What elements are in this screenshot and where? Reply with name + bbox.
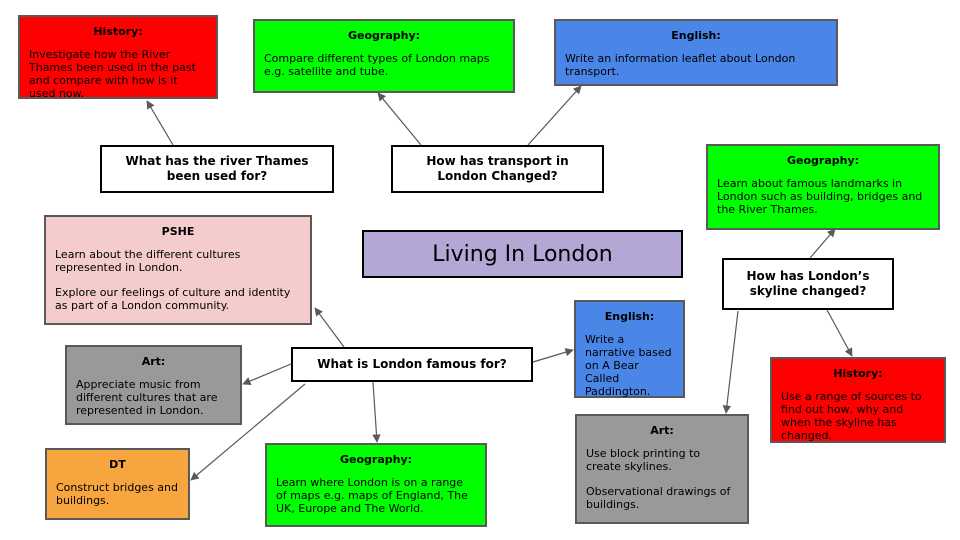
arrow-famous-to-pshe xyxy=(314,307,345,348)
question-text: What has the river Thames been used for? xyxy=(125,154,309,183)
arrow-transport-to-geography xyxy=(377,92,422,146)
box-title: English: xyxy=(671,29,721,42)
arrow-famous-to-english xyxy=(532,348,574,363)
box-text: Learn where London is on a range of maps… xyxy=(276,476,468,515)
box-text: Explore our feelings of culture and iden… xyxy=(55,286,291,312)
art-printing-box: Art: Use block printing to create skylin… xyxy=(575,414,749,524)
arrow-famous-to-dt xyxy=(190,383,306,481)
box-text: Learn about famous landmarks in London s… xyxy=(717,177,923,216)
box-text: Use block printing to create skylines. xyxy=(586,447,701,473)
english-narrative-box: English: Write a narrative based on A Be… xyxy=(574,300,685,398)
box-text: Investigate how the River Thames been us… xyxy=(29,48,196,100)
question-text: What is London famous for? xyxy=(317,357,507,371)
arrow-skyline-to-history xyxy=(825,307,853,357)
art-music-box: Art: Appreciate music from different cul… xyxy=(65,345,242,425)
arrow-skyline-to-art xyxy=(722,310,739,414)
question-thames: What has the river Thames been used for? xyxy=(100,145,334,193)
geography-world-box: Geography: Learn where London is on a ra… xyxy=(265,443,487,527)
box-title: History: xyxy=(833,367,883,380)
box-title: PSHE xyxy=(161,225,195,238)
geography-landmarks-box: Geography: Learn about famous landmarks … xyxy=(706,144,940,230)
box-text: Appreciate music from different cultures… xyxy=(76,378,218,417)
question-skyline: How has London’s skyline changed? xyxy=(722,258,894,310)
box-title: Art: xyxy=(650,424,674,437)
box-title: History: xyxy=(93,25,143,38)
box-title: Geography: xyxy=(786,154,860,167)
question-famous: What is London famous for? xyxy=(291,347,533,382)
question-transport: How has transport in London Changed? xyxy=(391,145,604,193)
arrow-transport-to-english xyxy=(527,85,582,146)
box-title: DT xyxy=(109,458,126,471)
arrow-thames-to-history xyxy=(146,100,174,146)
box-text: Compare different types of London maps e… xyxy=(264,52,490,78)
box-title: Art: xyxy=(141,355,166,368)
box-title: Geography: xyxy=(339,453,413,466)
history-thames-box: History: Investigate how the River Thame… xyxy=(18,15,218,100)
box-text: Write an information leaflet about Londo… xyxy=(565,52,796,78)
question-text: How has London’s skyline changed? xyxy=(746,269,870,298)
arrow-famous-to-art xyxy=(242,363,292,385)
box-text: Construct bridges and buildings. xyxy=(56,481,178,507)
central-topic: Living In London xyxy=(362,230,683,278)
arrow-famous-to-geography xyxy=(372,381,381,443)
question-text: How has transport in London Changed? xyxy=(426,154,569,183)
box-title: English: xyxy=(604,310,655,323)
box-text: Write a narrative based on A Bear Called… xyxy=(585,333,672,398)
english-leaflet-box: English: Write an information leaflet ab… xyxy=(554,19,838,86)
arrow-skyline-to-geography xyxy=(809,228,836,259)
box-title: Geography: xyxy=(347,29,421,42)
central-topic-label: Living In London xyxy=(432,241,613,267)
geography-maps-box: Geography: Compare different types of Lo… xyxy=(253,19,515,93)
dt-box: DT Construct bridges and buildings. xyxy=(45,448,190,520)
box-text: Use a range of sources to find out how, … xyxy=(781,390,922,442)
pshe-box: PSHE Learn about the different cultures … xyxy=(44,215,312,325)
history-skyline-box: History: Use a range of sources to find … xyxy=(770,357,946,443)
box-text: Learn about the different cultures repre… xyxy=(55,248,241,274)
box-text: Observational drawings of buildings. xyxy=(586,485,731,511)
